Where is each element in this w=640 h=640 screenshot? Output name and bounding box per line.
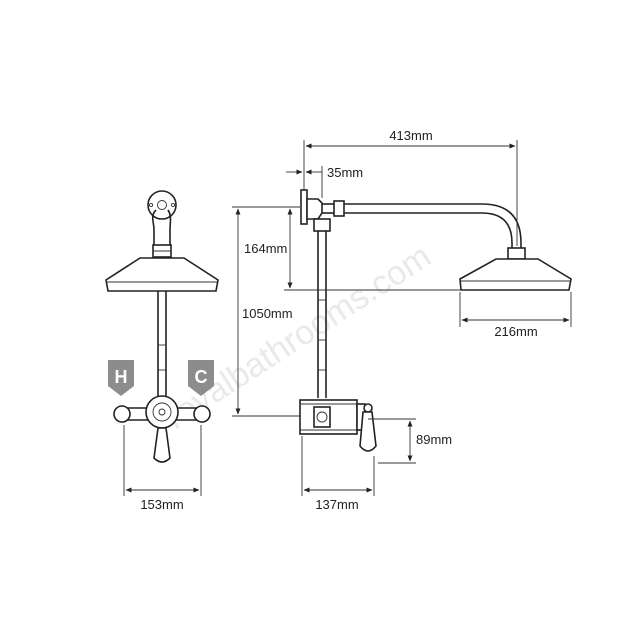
dim-label-153: 153mm — [140, 497, 183, 512]
dim-label-1050: 1050mm — [242, 306, 293, 321]
dim-label-216: 216mm — [494, 324, 537, 339]
dim-label-137: 137mm — [315, 497, 358, 512]
dim-label-35: 35mm — [327, 165, 363, 180]
cold-badge-shape — [188, 360, 214, 396]
dim-label-89: 89mm — [416, 432, 452, 447]
hot-badge-shape — [108, 360, 134, 396]
hot-badge: H — [108, 360, 134, 396]
side-view: 413mm 35mm 1050mm 164mm 216mm 89mm 137mm — [232, 128, 572, 512]
cold-badge-label: C — [195, 367, 208, 387]
cold-badge: C — [188, 360, 214, 396]
dim-label-164: 164mm — [244, 241, 287, 256]
dim-label-413: 413mm — [389, 128, 432, 143]
front-view: H C 153mm — [105, 190, 219, 512]
hot-badge-label: H — [115, 367, 128, 387]
